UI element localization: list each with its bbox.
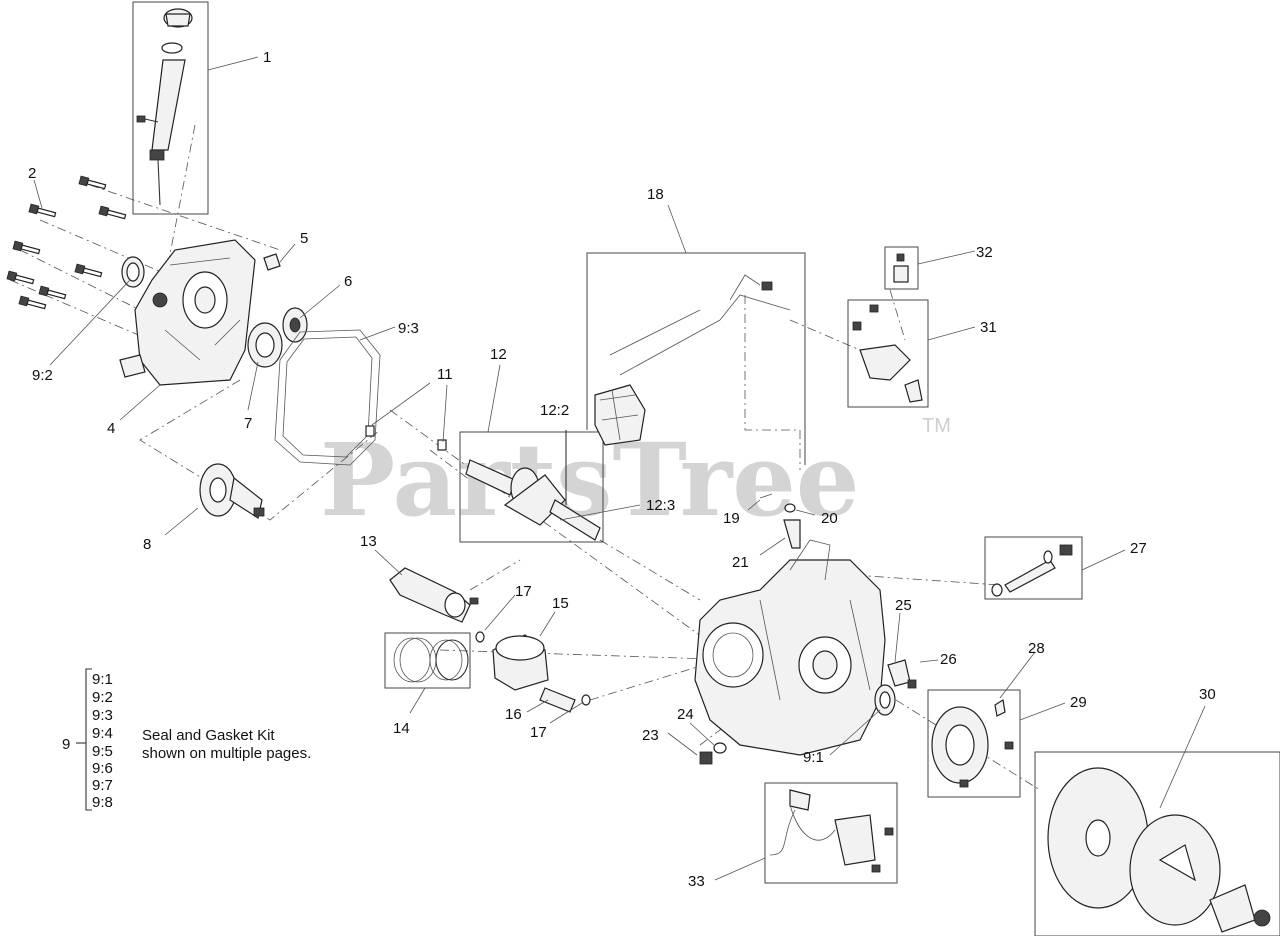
part-drain-bolt xyxy=(699,742,727,765)
part-plug xyxy=(263,253,281,271)
callout-1: 1 xyxy=(263,49,271,66)
callout-13: 13 xyxy=(360,533,377,550)
callout-25: 25 xyxy=(895,597,912,614)
callout-24: 24 xyxy=(677,706,694,723)
callout-16: 16 xyxy=(505,706,522,723)
part-governor-gear xyxy=(282,307,308,343)
callout-6: 6 xyxy=(344,273,352,290)
callout-9-1: 9:1 xyxy=(803,749,824,766)
part-governor-lever xyxy=(847,299,929,408)
part-piston-pin xyxy=(475,631,591,713)
kit-note-line-2: shown on multiple pages. xyxy=(142,745,311,762)
callout-17-bottom: 17 xyxy=(530,724,547,741)
kit-legend: 9 9:1 9:2 9:3 9:4 9:5 9:6 9:7 9:8 Seal a… xyxy=(62,668,311,811)
callout-9-2: 9:2 xyxy=(32,367,53,384)
callout-20: 20 xyxy=(821,510,838,527)
part-stator xyxy=(927,689,1021,798)
kit-item: 9:2 xyxy=(92,689,113,706)
part-bearing-left xyxy=(247,322,283,368)
part-bolts xyxy=(6,175,127,310)
callout-31: 31 xyxy=(980,319,997,336)
part-switch xyxy=(884,246,919,290)
callout-21: 21 xyxy=(732,554,749,571)
kit-item: 9:8 xyxy=(92,794,113,811)
callout-18: 18 xyxy=(647,186,664,203)
kit-item: 9:5 xyxy=(92,743,113,760)
part-crankcase-cover xyxy=(119,239,256,386)
kit-item: 9:3 xyxy=(92,707,113,724)
watermark-trademark: TM xyxy=(922,415,951,437)
callout-5: 5 xyxy=(300,230,308,247)
callout-28: 28 xyxy=(1028,640,1045,657)
callout-32: 32 xyxy=(976,244,993,261)
callout-12-2: 12:2 xyxy=(540,402,569,419)
callout-17-top: 17 xyxy=(515,583,532,600)
callout-26: 26 xyxy=(940,651,957,668)
callout-2: 2 xyxy=(28,165,36,182)
callout-7: 7 xyxy=(244,415,252,432)
callout-9-3: 9:3 xyxy=(398,320,419,337)
part-oil-seal-right xyxy=(874,684,896,716)
callout-labels: 1 2 4 5 6 7 8 9:2 9:3 11 12 12:2 12:3 13… xyxy=(28,49,1216,890)
part-bracket xyxy=(887,659,917,689)
watermark-brand: PartsTree xyxy=(320,421,860,539)
kit-group-number: 9 xyxy=(62,736,70,753)
callout-4: 4 xyxy=(107,420,115,437)
callout-12-3: 12:3 xyxy=(646,497,675,514)
kit-note-line-1: Seal and Gasket Kit xyxy=(142,727,275,744)
part-dowel-pins xyxy=(365,425,447,451)
kit-item: 9:4 xyxy=(92,725,113,742)
callout-27: 27 xyxy=(1130,540,1147,557)
part-connecting-rod xyxy=(389,567,479,623)
watermark: PartsTree TM xyxy=(320,415,951,539)
callout-15: 15 xyxy=(552,595,569,612)
callout-14: 14 xyxy=(393,720,410,737)
part-oil-seal-left xyxy=(121,256,145,288)
part-carburetor-group xyxy=(586,252,806,465)
callout-11: 11 xyxy=(437,366,453,383)
callout-8: 8 xyxy=(143,536,151,553)
callout-29: 29 xyxy=(1070,694,1087,711)
part-crankshaft-group xyxy=(459,430,604,543)
callout-12: 12 xyxy=(490,346,507,363)
callout-23: 23 xyxy=(642,727,659,744)
part-flywheel-fan xyxy=(1034,751,1280,936)
leader-lines xyxy=(33,56,1206,881)
kit-item: 9:7 xyxy=(92,777,113,794)
part-piston xyxy=(492,634,549,691)
kit-item: 9:1 xyxy=(92,671,113,688)
part-camshaft xyxy=(199,463,265,519)
part-oil-fill-tube xyxy=(132,1,209,215)
part-piston-rings xyxy=(384,632,471,689)
part-ignition-coil xyxy=(764,782,898,884)
callout-19: 19 xyxy=(723,510,740,527)
part-crankcase-block xyxy=(694,539,886,756)
kit-item: 9:6 xyxy=(92,760,113,777)
callout-30: 30 xyxy=(1199,686,1216,703)
callout-33: 33 xyxy=(688,873,705,890)
part-governor-shaft xyxy=(984,536,1083,600)
part-governor-arm-small xyxy=(759,493,801,549)
